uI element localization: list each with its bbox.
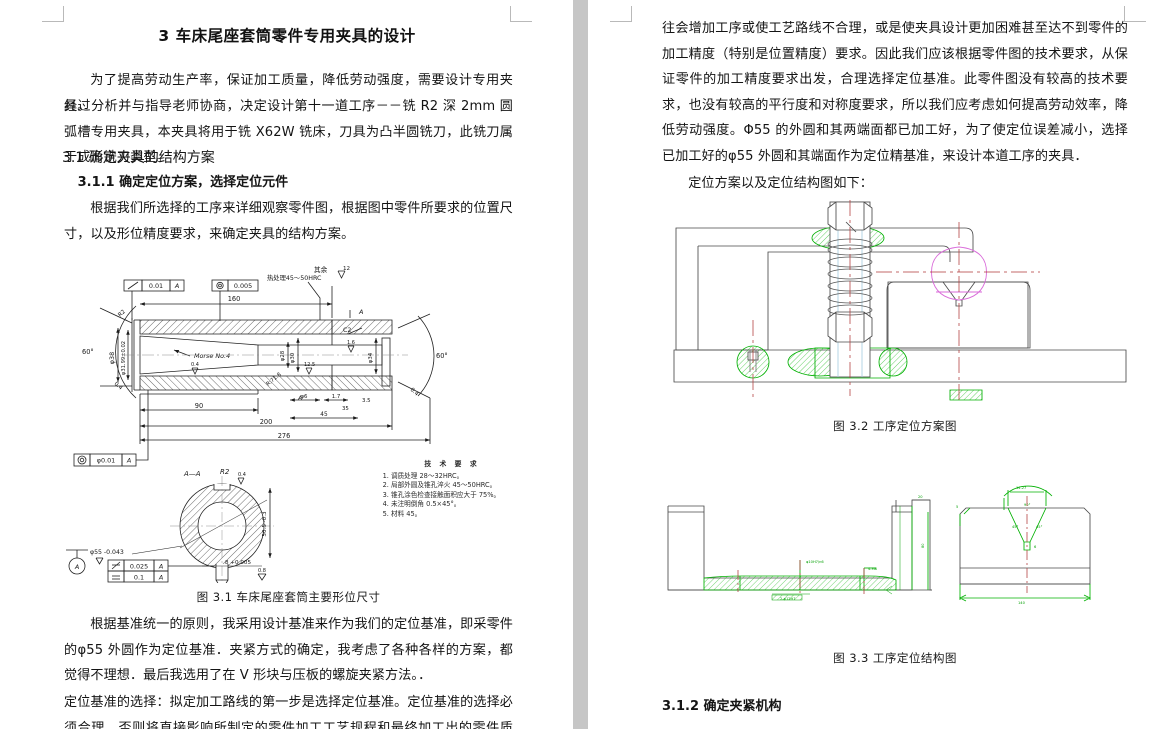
svg-text:0.4: 0.4: [191, 362, 199, 368]
section-heading-3-1: 3.1 确定夹具的结构方案: [62, 150, 215, 166]
technical-requirements-title: 技 术 要 求: [424, 460, 480, 468]
svg-text:A: A: [126, 457, 131, 465]
svg-text:45°: 45°: [1012, 525, 1019, 529]
svg-text:0.8: 0.8: [258, 568, 266, 574]
svg-text:R2: R2: [117, 309, 127, 318]
figure-3-1-caption: 图 3.1 车床尾座套筒主要形位尺寸: [196, 590, 381, 604]
svg-text:4-M8: 4-M8: [868, 567, 878, 571]
svg-text:其余: 其余: [314, 265, 328, 274]
paragraph-tail-1: 根据基准统一的原则，我采用设计基准来作为我们的定位基准，即采零件的φ55 外圆作…: [64, 617, 513, 684]
page-gutter: [573, 0, 588, 729]
svg-text:A: A: [158, 574, 163, 582]
svg-text:1.7: 1.7: [332, 394, 341, 400]
svg-text:A: A: [158, 563, 163, 571]
svg-text:C2: C2: [343, 327, 351, 334]
svg-text:20: 20: [918, 495, 923, 499]
svg-text:A: A: [297, 395, 302, 402]
svg-text:80: 80: [921, 543, 925, 548]
svg-text:φ55 -0.043: φ55 -0.043: [90, 549, 124, 556]
paragraph-right-2: 定位方案以及定位结构图如下：: [688, 176, 873, 191]
svg-text:276: 276: [278, 432, 291, 440]
crop-mark-top-right: [510, 6, 532, 22]
svg-text:14.27: 14.27: [1016, 486, 1026, 490]
svg-text:φ10H7/n6: φ10H7/n6: [806, 560, 824, 564]
svg-text:12.5: 12.5: [304, 362, 315, 368]
svg-text:160: 160: [228, 295, 241, 303]
svg-text:0.005: 0.005: [234, 282, 252, 290]
svg-text:φ38: φ38: [108, 352, 116, 364]
crop-mark-top-left: [42, 6, 64, 22]
paragraph-right-1: 往会增加工序或使工艺路线不合理，或是使夹具设计更加困难甚至达不到零件的加工精度（…: [662, 21, 1128, 164]
svg-text:A—A: A—A: [183, 470, 201, 478]
tech-req-item: 材料 45。: [391, 510, 522, 520]
svg-text:φ6: φ6: [301, 394, 309, 400]
figure-3-2-cad: [660, 200, 1140, 410]
figure-3-1-drawing: 0.01 A 0.005 热处理45～50HRC 其余: [62, 258, 512, 583]
tech-req-item: 锥孔涂色检查接触面积应大于 75%。: [391, 491, 522, 501]
technical-requirements-block: 技 术 要 求 调质处理 28～32HRC。 局部外圆及锥孔淬火 45～50HR…: [382, 460, 522, 520]
svg-text:0.1: 0.1: [134, 574, 144, 582]
svg-text:35: 35: [342, 406, 349, 412]
technical-requirements-list: 调质处理 28～32HRC。 局部外圆及锥孔淬火 45～50HRC。 锥孔涂色检…: [382, 472, 522, 520]
svg-text:φ0.01: φ0.01: [97, 457, 115, 465]
svg-text:R2: R2: [220, 468, 230, 476]
page-right: 往会增加工序或使工艺路线不合理，或是使夹具设计更加困难甚至达不到零件的加工精度（…: [588, 0, 1176, 729]
figure-3-2-caption: 图 3.2 工序定位方案图: [833, 419, 957, 433]
svg-text:0.4: 0.4: [113, 381, 124, 392]
paragraph-after-311: 根据我们所选择的工序来详细观察零件图，根据图中零件所要求的位置尺寸，以及形位精度…: [64, 201, 513, 242]
svg-text:3.5: 3.5: [362, 398, 371, 404]
svg-text:0.025: 0.025: [130, 563, 148, 571]
svg-text:50.5 -0.3: 50.5 -0.3: [262, 511, 268, 537]
tech-req-item: 局部外圆及锥孔淬火 45～50HRC。: [391, 481, 522, 491]
svg-text:φ34: φ34: [368, 352, 374, 363]
svg-text:60°: 60°: [436, 352, 448, 360]
paragraph-intro-2: 经过分析并与指导老师协商，决定设计第十一道工序－－铣 R2 深 2mm 圆弧槽专…: [64, 99, 513, 166]
page-title: 3 车床尾座套筒零件专用夹具的设计: [158, 27, 416, 45]
svg-text:0.4: 0.4: [238, 472, 246, 478]
tech-req-item: 调质处理 28～32HRC。: [391, 472, 522, 482]
svg-text:45: 45: [320, 412, 328, 418]
figure-3-3-caption: 图 3.3 工序定位结构图: [833, 651, 957, 665]
svg-text:A: A: [358, 308, 363, 316]
figure-3-3-cad: φ10H7/n6 4-M8 2-φ12H7 80 20: [660, 468, 1140, 643]
svg-text:φ31.99±0.02: φ31.99±0.02: [121, 341, 127, 375]
svg-text:A: A: [74, 563, 79, 571]
paragraph-tail-2: 定位基准的选择：拟定加工路线的第一步是选择定位基准。定位基准的选择必须合理，否则…: [64, 695, 513, 729]
section-heading-3-1-2: 3.1.2 确定夹紧机构: [662, 699, 782, 714]
svg-text:6: 6: [1034, 545, 1037, 549]
svg-text:200: 200: [260, 418, 273, 426]
crop-mark-top-right-2: [1124, 6, 1146, 22]
svg-text:Morse No.4: Morse No.4: [194, 352, 230, 360]
tech-req-item: 未注明倒角 0.5×45°。: [391, 500, 522, 510]
svg-text:8 +0.005: 8 +0.005: [225, 560, 251, 566]
svg-text:φ28: φ28: [280, 350, 286, 361]
svg-text:60°: 60°: [82, 348, 94, 356]
svg-text:0.01: 0.01: [149, 282, 163, 290]
svg-text:140: 140: [1018, 601, 1026, 605]
svg-text:5: 5: [956, 505, 958, 509]
svg-text:A: A: [174, 282, 179, 290]
svg-text:45°: 45°: [1036, 525, 1043, 529]
section-heading-3-1-1: 3.1.1 确定定位方案，选择定位元件: [77, 175, 289, 190]
svg-text:1.6: 1.6: [347, 340, 355, 346]
page-left: 3 车床尾座套筒零件专用夹具的设计 为了提高劳动生产率，保证加工质量，降低劳动强…: [0, 0, 573, 729]
paragraph-intro-1: 为了提高劳动生产率，保证加工质量，降低劳动强度，需要设计专用夹具。: [64, 73, 513, 114]
svg-text:90: 90: [195, 402, 203, 410]
svg-text:12: 12: [343, 266, 350, 272]
crop-mark-top-left-2: [610, 6, 632, 22]
svg-text:热处理45～50HRC: 热处理45～50HRC: [267, 273, 322, 282]
svg-text:φ30: φ30: [290, 352, 296, 363]
svg-text:0.4: 0.4: [409, 387, 420, 398]
